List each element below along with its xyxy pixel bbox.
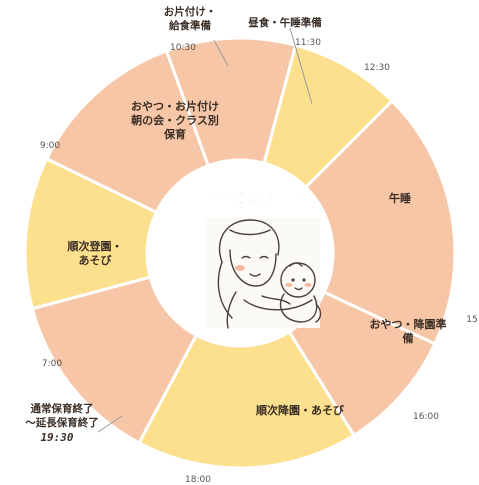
segment-label-regular-care-end: 通常保育終了 xyxy=(31,402,94,415)
segment-label-arrival-play: あそび xyxy=(79,253,113,267)
segment-label-meal-prep: お片付け・ xyxy=(164,5,217,18)
segment-label-meal-prep: 給食準備 xyxy=(169,19,211,32)
segment-label-pickup-play: 順次降園・あそび xyxy=(256,403,345,417)
segment-label-snack-pickup-prep: 備 xyxy=(403,331,414,345)
time-mark-t1030: 10:30 xyxy=(170,43,196,53)
leader-line-lunch xyxy=(289,27,313,105)
segment-label-regular-care-end: 〜延長保育終了 xyxy=(25,416,99,429)
segment-label-arrival-play: 順次登園・ xyxy=(68,239,123,253)
segment-label-snack-pickup-prep: おやつ・降園準 xyxy=(370,317,447,331)
segment-label-morning: 朝の会・クラス別 xyxy=(131,113,219,127)
leader-line-meal-prep xyxy=(213,39,229,67)
segment-label-lunch-nap-prep: 昼食・午睡準備 xyxy=(248,16,322,29)
time-mark-t700: 7:00 xyxy=(42,359,62,369)
time-marks-layer: 10:30 11:30 12:30 15 16:00 18:00 7:00 9:00 xyxy=(40,38,478,485)
time-mark-t15: 15 xyxy=(466,315,477,325)
time-mark-t1130: 11:30 xyxy=(295,38,321,48)
diagram-title: 〜園での１日〜 xyxy=(202,189,307,207)
time-mark-t1230: 12:30 xyxy=(364,63,390,73)
segments-layer xyxy=(23,36,457,470)
segment-label-nap: 午睡 xyxy=(389,191,411,205)
leader-line-evening xyxy=(97,415,123,433)
time-mark-t1800: 18:00 xyxy=(185,475,211,485)
mother-holding-baby-icon xyxy=(205,218,322,329)
segment-extra-time-regular-care-end: 19:30 xyxy=(40,431,73,444)
segment-label-morning: 保育 xyxy=(163,127,186,141)
time-mark-t1600: 16:00 xyxy=(413,412,439,422)
segment-label-morning: おやつ・お片付け xyxy=(131,99,219,113)
time-mark-t900: 9:00 xyxy=(40,141,60,151)
